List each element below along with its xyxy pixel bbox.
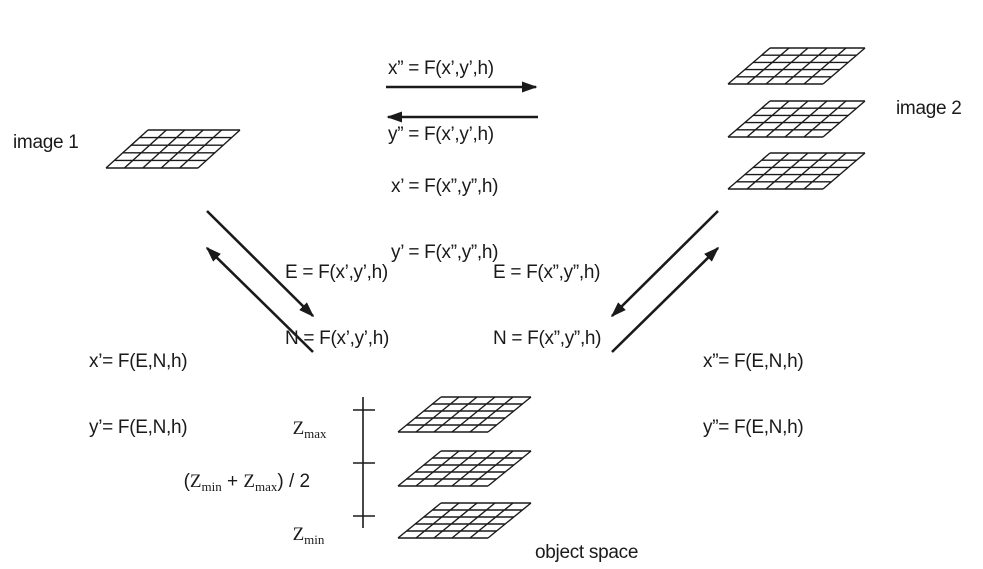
- z-max-subscript: max: [304, 426, 327, 441]
- z-axis: [353, 397, 375, 528]
- z-mid-open: (: [183, 471, 190, 492]
- z-max-label: Zmax: [282, 396, 327, 442]
- equation-x-double-prime: x” = F(x’,y’,h): [388, 58, 494, 79]
- equation-x-prime: x’ = F(x”,y”,h): [391, 176, 499, 197]
- image1-label: image 1: [13, 132, 79, 153]
- equations-ground-to-image1: x’= F(E,N,h) y’= F(E,N,h): [89, 307, 188, 461]
- z-mid-close: ) / 2: [277, 471, 311, 492]
- equations-image2-to-image1: x’ = F(x”,y”,h) y’ = F(x”,y”,h): [391, 132, 499, 286]
- equation-ground-x-double-prime: x”= F(E,N,h): [703, 351, 804, 372]
- equation-northing-image1: N = F(x’,y’,h): [285, 328, 390, 349]
- z-min-label: Zmin: [282, 502, 325, 548]
- image2-grid-bottom: [727, 152, 866, 190]
- equation-easting-image1: E = F(x’,y’,h): [285, 262, 388, 283]
- z-mid-b-subscript: max: [255, 479, 278, 494]
- arrow-object-space-to-image1: [205, 246, 314, 353]
- object-grid-zmin: [397, 502, 532, 539]
- arrow-object-space-to-image2: [611, 246, 720, 353]
- image2-label: image 2: [896, 98, 962, 119]
- image2-grid-top: [727, 47, 866, 85]
- equation-ground-y-double-prime: y”= F(E,N,h): [703, 417, 804, 438]
- equations-image2-to-ground: E = F(x”,y”,h) N = F(x”,y”,h): [493, 218, 602, 372]
- z-min-subscript: min: [304, 532, 325, 547]
- arrow-image2-to-object-space: [610, 210, 719, 318]
- equation-ground-x-prime: x’= F(E,N,h): [89, 351, 188, 372]
- z-max-symbol: Z: [292, 418, 305, 439]
- equation-y-prime: y’ = F(x”,y”,h): [391, 242, 499, 263]
- z-mid-label: (Zmin + Zmax) / 2: [173, 449, 311, 495]
- z-mid-b-symbol: Z: [243, 471, 255, 492]
- equations-ground-to-image2: x”= F(E,N,h) y”= F(E,N,h): [703, 307, 804, 461]
- z-mid-a-subscript: min: [201, 479, 222, 494]
- object-space-label: object space: [535, 542, 639, 563]
- equation-y-double-prime: y” = F(x’,y’,h): [388, 124, 494, 145]
- image2-grid-middle: [727, 100, 866, 138]
- equation-northing-image2: N = F(x”,y”,h): [493, 328, 602, 349]
- object-grid-zmax: [397, 396, 532, 433]
- equations-image1-to-image2: x” = F(x’,y’,h) y” = F(x’,y’,h): [388, 14, 494, 168]
- arrow-image1-to-object-space: [206, 210, 315, 318]
- image1-grid: [105, 129, 241, 169]
- equation-ground-y-prime: y’= F(E,N,h): [89, 417, 188, 438]
- z-mid-a-symbol: Z: [189, 471, 202, 492]
- object-grid-zmid: [397, 450, 532, 487]
- z-mid-plus: +: [221, 471, 244, 492]
- equations-image1-to-ground: E = F(x’,y’,h) N = F(x’,y’,h): [285, 218, 389, 372]
- z-min-symbol: Z: [292, 524, 305, 545]
- equation-easting-image2: E = F(x”,y”,h): [493, 262, 601, 283]
